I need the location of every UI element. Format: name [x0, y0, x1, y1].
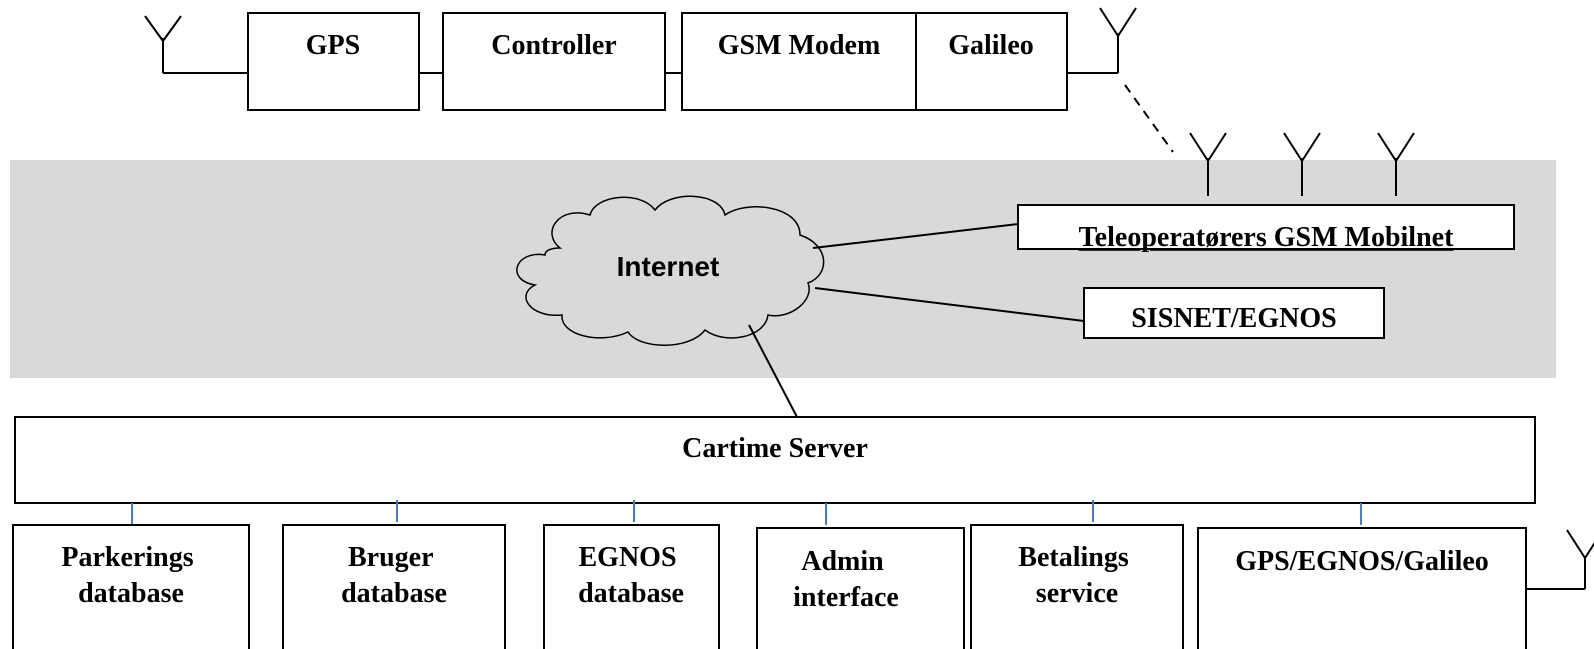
betaling-service-box	[970, 524, 1184, 649]
antenna-tower-1-icon	[1189, 132, 1227, 196]
gsm-modem-box	[681, 12, 917, 111]
bruger-db-label: Bruger database	[341, 542, 447, 609]
cartime-server-label: Cartime Server	[682, 433, 868, 464]
antenna-tower-3-icon	[1377, 132, 1415, 196]
gnss-receiver-label: GPS/EGNOS/Galileo	[1235, 546, 1489, 577]
link-internet-server	[748, 324, 798, 418]
antenna-gps-icon	[144, 15, 248, 74]
gsm-modem-label: GSM Modem	[718, 30, 881, 61]
server-bus-connectors	[131, 500, 1362, 525]
cartime-server-box	[14, 416, 1536, 504]
gps-label: GPS	[306, 30, 360, 61]
antenna-gnss-icon	[1526, 529, 1594, 590]
gsm-network-box	[1017, 204, 1515, 250]
parkering-db-box	[12, 524, 250, 649]
egnos-db-label: EGNOS database	[578, 542, 684, 609]
link-internet-gsm	[812, 223, 1019, 249]
parkering-db-label: Parkerings database	[61, 542, 200, 609]
controller-label: Controller	[491, 30, 616, 61]
admin-interface-box	[756, 527, 965, 649]
antenna-tower-2-icon	[1283, 132, 1321, 196]
galileo-label: Galileo	[948, 30, 1034, 61]
gps-box	[247, 12, 420, 111]
betaling-service-label: Betalings service	[1018, 542, 1135, 609]
antenna-modem-icon	[1067, 7, 1137, 74]
egnos-db-box	[543, 524, 720, 649]
internet-label: Internet	[617, 251, 720, 282]
wireless-link	[1124, 84, 1174, 153]
admin-interface-label: Admin interface	[793, 546, 899, 613]
galileo-box	[915, 12, 1068, 111]
sisnet-box	[1083, 287, 1385, 339]
controller-box	[442, 12, 666, 111]
link-internet-sisnet	[814, 287, 1085, 322]
gnss-receiver-box	[1197, 527, 1527, 649]
gsm-network-label: Teleoperatørers GSM Mobilnet	[1079, 222, 1455, 253]
internet-cloud-icon	[516, 195, 825, 346]
sisnet-label: SISNET/EGNOS	[1131, 303, 1336, 334]
bruger-db-box	[282, 524, 506, 649]
